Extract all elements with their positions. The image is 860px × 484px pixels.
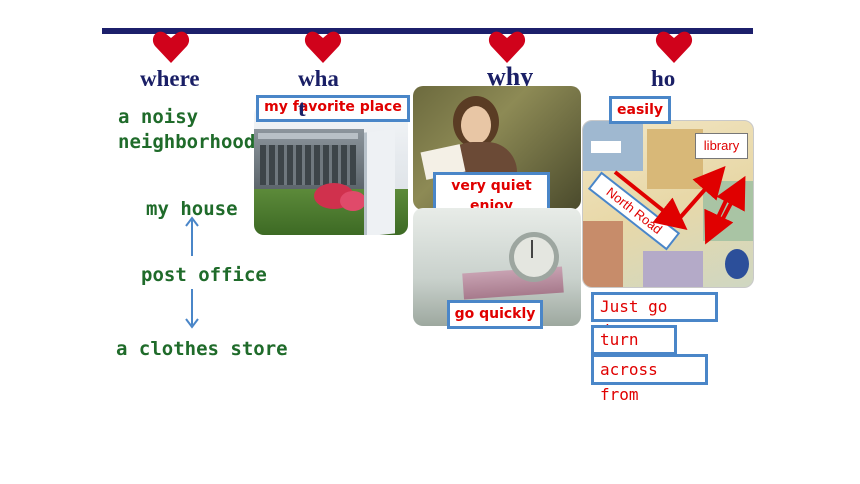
place-my-house: my house — [146, 198, 238, 220]
timeline-bar — [102, 28, 753, 34]
label-easily: easily — [609, 96, 671, 124]
label-favorite-place: my favorite place — [256, 95, 410, 122]
phrase-turn-left: turn left — [591, 325, 677, 373]
header-where: where — [140, 66, 200, 91]
place-noisy-line2: neighborhood — [118, 131, 256, 153]
place-noisy-line1: a noisy — [118, 106, 199, 128]
label-quiet: very quiet — [451, 178, 532, 194]
heart-icon — [304, 31, 342, 63]
phrase-just-go-down: Just go down — [591, 292, 718, 340]
header-what: wha — [298, 66, 339, 91]
place-clothes-store: a clothes store — [116, 338, 288, 360]
route-arrows — [613, 165, 746, 245]
header-what-wrap: t — [298, 96, 306, 121]
heart-icon — [488, 31, 526, 63]
heart-icon — [655, 31, 693, 63]
map-label-library: library — [695, 133, 748, 159]
arrow-up-icon — [185, 216, 199, 256]
place-post-office: post office — [141, 264, 267, 286]
label-go-quickly: go quickly — [447, 300, 543, 329]
heart-icon — [152, 31, 190, 63]
library-building-photo — [254, 105, 408, 235]
phrase-across-from: across from — [591, 354, 708, 404]
header-how: ho — [651, 66, 676, 91]
arrow-down-icon — [185, 289, 199, 329]
